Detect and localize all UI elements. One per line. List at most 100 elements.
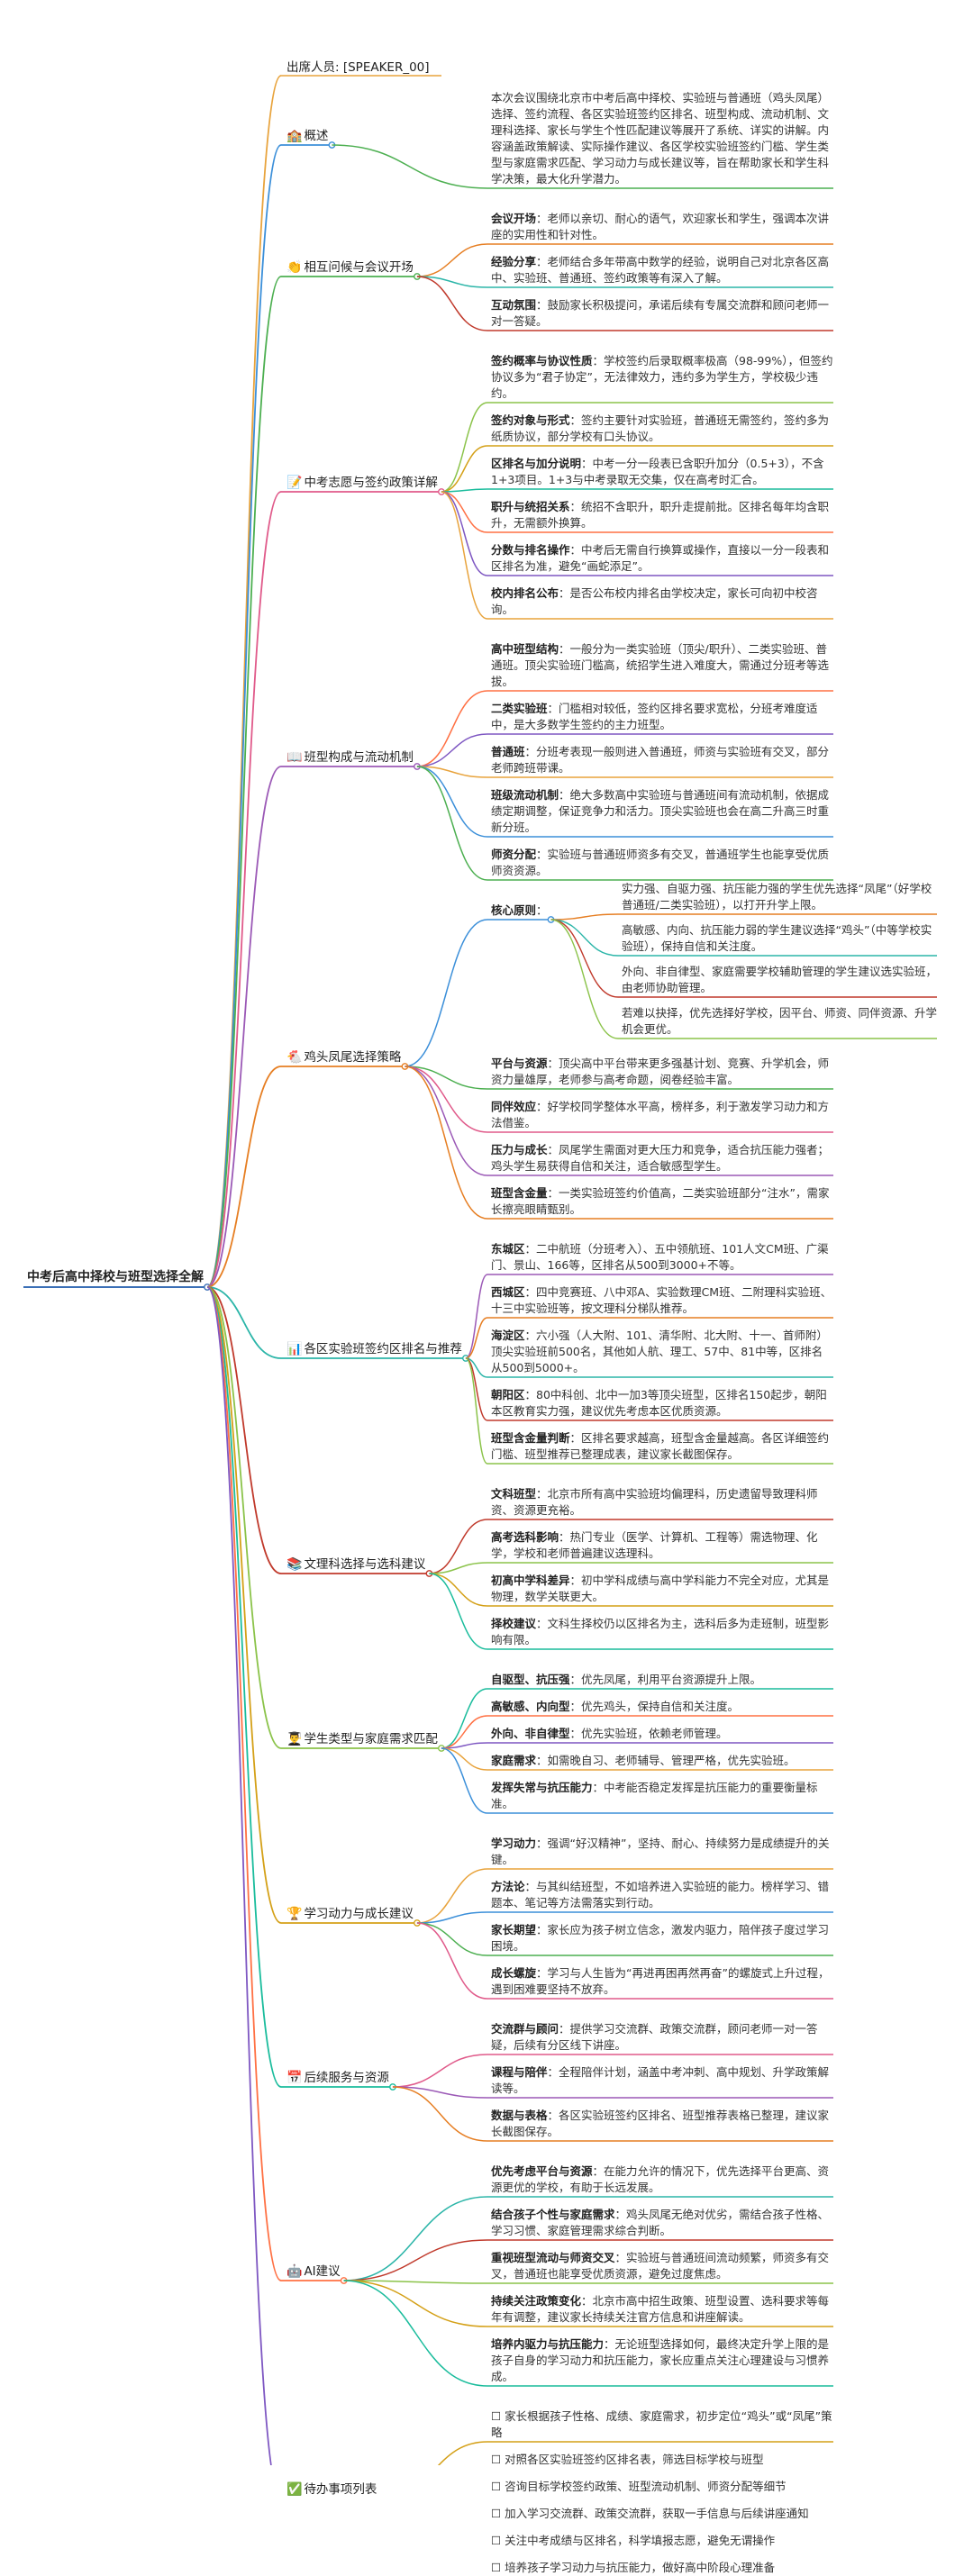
detail-text: ：强调“好汉精神”，坚持、耐心、持续努力是成绩提升的关键。 (491, 1837, 830, 1866)
branch-detail: 职升与统招关系：统招不含职升，职升走提前批。区排名每年均含职升，无需额外换算。 (491, 499, 833, 531)
branch-title-text: 待办事项列表 (304, 2482, 377, 2497)
detail-text: ：与其纠结班型，不如培养进入实验班的能力。榜样学习、错题本、笔记等方法需落实到行… (491, 1880, 830, 1909)
detail-text: ：家长应为孩子树立信念，激发内驱力，陪伴孩子度过学习困境。 (491, 1923, 830, 1953)
branch-icon: 📅 (286, 2071, 303, 2085)
branch-title[interactable]: ✅待办事项列表 (286, 2481, 377, 2498)
branch-detail: 西城区：四中竞赛班、八中邓A、实验数理CM班、二附理科实验班、十三中实验班等，按… (491, 1284, 833, 1317)
detail-text: ：优先鸡头，保持自信和关注度。 (569, 1700, 740, 1713)
detail-heading: 成长螺旋 (491, 1966, 537, 1980)
branch-detail: 经验分享：老师结合多年带高中数学的经验，说明自己对北京各区高中、实验班、普通班、… (491, 254, 833, 286)
todo-item[interactable]: ☐ 培养孩子学习动力与抗压能力，做好高中阶段心理准备 (491, 2560, 833, 2576)
branch-title[interactable]: 🏫概述 (286, 128, 328, 144)
link-line (416, 1922, 488, 1956)
branch-title-text: 各区实验班签约区排名与推荐 (304, 1342, 462, 1356)
detail-heading: 课程与陪伴 (491, 2065, 548, 2079)
mindmap-canvas: 出席人员: [SPEAKER_00]本次会议围绕北京市中考后高中择校、实验班与普… (23, 60, 938, 2574)
detail-text: ：文科生择校仍以区排名为主，选科后多为走班制，班型影响有限。 (491, 1617, 830, 1646)
detail-heading: 自驱型、抗压强 (491, 1673, 570, 1686)
link-line (206, 1286, 282, 1359)
todo-item[interactable]: ☐ 对照各区实验班签约区排名表，筛选目标学校与班型 (491, 2452, 833, 2468)
link-line (416, 1868, 488, 1924)
link-line (416, 1922, 488, 2000)
link-line (416, 690, 488, 767)
detail-heading: 学习动力 (491, 1837, 537, 1850)
branch-detail: 本次会议围绕北京市中考后高中择校、实验班与普通班（鸡头凤尾）选择、签约流程、各区… (491, 90, 833, 187)
branch-icon: 🐔 (286, 1050, 303, 1065)
detail-heading: 区排名与加分说明 (491, 457, 582, 470)
detail-text: ：是否公布校内排名由学校决定，家长可向初中校咨询。 (491, 586, 818, 616)
todo-item[interactable]: ☐ 家长根据孩子性格、成绩、家庭需求，初步定位“鸡头”或“凤尾”策略 (491, 2408, 833, 2441)
link-line (416, 766, 488, 838)
detail-text: ：中考一分一段表已含职升加分（0.5+3），不含1+3项目。1+3与中考录取无交… (491, 457, 824, 486)
branch-icon: 🏆 (286, 1907, 303, 1921)
branch-title[interactable]: 🤖AI建议 (286, 2263, 341, 2280)
link-line (206, 75, 282, 1288)
link-line (206, 1286, 282, 2281)
branch-title[interactable]: 📅后续服务与资源 (286, 2070, 389, 2086)
detail-text: 本次会议围绕北京市中考后高中择校、实验班与普通班（鸡头凤尾）选择、签约流程、各区… (491, 91, 830, 186)
link-line (441, 402, 488, 493)
detail-heading: 培养内驱力与抗压能力 (491, 2337, 605, 2351)
link-line (343, 2280, 488, 2327)
link-line (429, 1573, 488, 1607)
detail-text: ：实验班与普通班间流动频繁，师资多有交叉，普通班也能享受优质资源，避免过度焦虑。 (491, 2251, 830, 2281)
branch-detail: 课程与陪伴：全程陪伴计划，涵盖中考冲刺、高中规划、升学政策解读等。 (491, 2064, 833, 2097)
branch-detail: 成长螺旋：学习与人生皆为“再进再困再然再奋”的螺旋式上升过程，遇到困难要坚持不放… (491, 1965, 833, 1998)
branch-title[interactable]: 📊各区实验班签约区排名与推荐 (286, 1341, 462, 1357)
link-line (206, 1286, 282, 1924)
link-line (465, 1274, 488, 1359)
branch-detail: 文科班型：北京市所有高中实验班均偏理科，历史遗留导致理科师资、资源更充裕。 (491, 1486, 833, 1519)
branch-detail: 发挥失常与抗压能力：中考能否稳定发挥是抗压能力的重要衡量标准。 (491, 1780, 833, 1812)
link-line (429, 1519, 488, 1574)
detail-text: ☐ 家长根据孩子性格、成绩、家庭需求，初步定位“鸡头”或“凤尾”策略 (491, 2409, 832, 2439)
link-line (392, 2086, 488, 2099)
branch-title[interactable]: 📝中考志愿与签约政策详解 (286, 475, 438, 491)
detail-text: ： (536, 903, 548, 917)
mindmap-root-title[interactable]: 中考后高中择校与班型选择全解 (27, 1270, 204, 1284)
detail-heading: 互动氛围 (491, 298, 537, 312)
branch-detail: 优先考虑平台与资源：在能力允许的情况下，优先选择平台更高、资源更优的学校，有助于… (491, 2163, 833, 2196)
branch-detail: 会议开场：老师以亲切、耐心的语气，欢迎家长和学生，强调本次讲座的实用性和针对性。 (491, 211, 833, 243)
branch-icon: 🏫 (286, 129, 303, 143)
todo-item[interactable]: ☐ 关注中考成绩与区排名，科学填报志愿，避免无谓操作 (491, 2533, 833, 2549)
branch-title-text: 班型构成与流动机制 (304, 750, 414, 765)
branch-title-text: 学习动力与成长建议 (304, 1907, 414, 1921)
detail-text: ：中考能否稳定发挥是抗压能力的重要衡量标准。 (491, 1781, 818, 1810)
detail-text: ☐ 对照各区实验班签约区排名表，筛选目标学校与班型 (491, 2453, 764, 2466)
branch-detail: 家长期望：家长应为孩子树立信念，激发内驱力，陪伴孩子度过学习困境。 (491, 1922, 833, 1955)
branch-detail: 高考选科影响：热门专业（医学、计算机、工程等）需选物理、化学，学校和老师普遍建议… (491, 1529, 833, 1562)
link-line (441, 445, 488, 493)
branch-detail: 高中班型结构：一般分为一类实验班（顶尖/职升）、二类实验班、普通班。顶尖实验班门… (491, 641, 833, 690)
link-line (206, 1286, 282, 1749)
link-line (343, 2280, 488, 2387)
link-line (343, 2239, 488, 2281)
branch-detail: 家庭需求：如需晚自习、老师辅导、管理严格，优先实验班。 (491, 1753, 833, 1769)
detail-heading: 东城区 (491, 1242, 525, 1256)
detail-heading: 核心原则 (491, 903, 537, 917)
branch-icon: 📖 (286, 750, 303, 765)
sub-detail: 若难以抉择，优先选择好学校，因平台、师资、同伴资源、升学机会更优。 (622, 1006, 938, 1036)
branch-title[interactable]: 👏相互问候与会议开场 (286, 259, 414, 276)
branch-icon: 👨‍🎓 (286, 1732, 303, 1746)
branch-title[interactable]: 📖班型构成与流动机制 (286, 749, 414, 766)
detail-text: ：热门专业（医学、计算机、工程等）需选物理、化学，学校和老师普遍建议选理科。 (491, 1530, 818, 1560)
link-line (206, 276, 282, 1288)
detail-heading: 压力与成长 (491, 1143, 548, 1156)
branch-icon: 📚 (286, 1557, 303, 1572)
branch-title[interactable]: 📚文理科选择与选科建议 (286, 1556, 425, 1573)
branch-detail: 班级流动机制：绝大多数高中实验班与普通班间有流动机制，依据成绩定期调整，保证竞争… (491, 787, 833, 836)
link-line (441, 491, 488, 620)
detail-heading: 经验分享 (491, 255, 537, 268)
detail-heading: 分数与排名操作 (491, 543, 570, 557)
todo-item[interactable]: ☐ 加入学习交流群、政策交流群，获取一手信息与后续讲座通知 (491, 2506, 833, 2522)
detail-text: ：初中学科成绩与高中学科能力不完全对应，尤其是物理，数学关联更大。 (491, 1574, 830, 1603)
branch-detail: 培养内驱力与抗压能力：无论班型选择如何，最终决定升学上限的是孩子自身的学习动力和… (491, 2336, 833, 2385)
branch-title[interactable]: 🐔鸡头凤尾选择策略 (286, 1049, 401, 1066)
link-line (465, 1357, 488, 1465)
branch-title[interactable]: 👨‍🎓学生类型与家庭需求匹配 (286, 1731, 438, 1747)
detail-heading: 结合孩子个性与家庭需求 (491, 2208, 615, 2221)
branch-detail: 方法论：与其纠结班型，不如培养进入实验班的能力。榜样学习、错题本、笔记等方法需落… (491, 1879, 833, 1911)
branch-title[interactable]: 🏆学习动力与成长建议 (286, 1906, 414, 1922)
todo-item[interactable]: ☐ 咨询目标学校签约政策、班型流动机制、师资分配等细节 (491, 2479, 833, 2495)
branch-detail: 压力与成长：凤尾学生需面对更大压力和竞争，适合抗压能力强者；鸡头学生易获得自信和… (491, 1142, 833, 1175)
